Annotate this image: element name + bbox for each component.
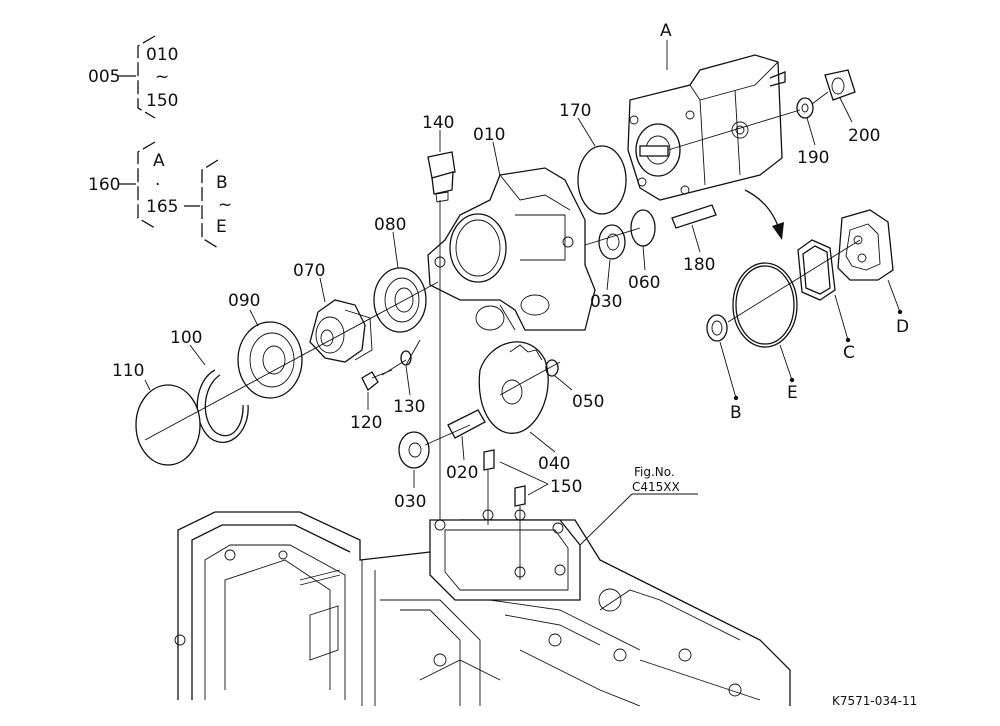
callout-030-upper: 030 bbox=[590, 292, 622, 312]
assembly-lines bbox=[144, 91, 861, 580]
callout-190: 190 bbox=[797, 148, 829, 168]
legend-item-165: 165 bbox=[146, 197, 178, 217]
part-060-snap-ring bbox=[630, 209, 656, 247]
part-100-snap-ring bbox=[196, 369, 249, 444]
callout-labels: A 010 140 170 200 190 080 070 090 100 11… bbox=[112, 21, 909, 512]
part-200-nut bbox=[824, 69, 856, 101]
legend-code-160: 160 bbox=[88, 175, 120, 195]
drawing-code: K7571-034-11 bbox=[832, 694, 917, 708]
part-150-pins bbox=[483, 449, 526, 507]
legend-range-e: E bbox=[216, 217, 227, 237]
legend-code-005: 005 bbox=[88, 67, 120, 87]
legend-item-a: A bbox=[153, 151, 165, 171]
callout-b: B bbox=[730, 403, 742, 423]
callout-020: 020 bbox=[446, 463, 478, 483]
callout-040: 040 bbox=[538, 454, 570, 474]
callout-140: 140 bbox=[422, 113, 454, 133]
callout-110: 110 bbox=[112, 361, 144, 381]
callout-150: 150 bbox=[550, 477, 582, 497]
part-110-cap bbox=[135, 384, 201, 466]
callout-100: 100 bbox=[170, 328, 202, 348]
legend-range-tilde: ~ bbox=[155, 67, 169, 87]
part-140-plug bbox=[427, 151, 456, 203]
callout-a: A bbox=[660, 21, 672, 41]
callout-180: 180 bbox=[683, 255, 715, 275]
callout-090: 090 bbox=[228, 291, 260, 311]
part-050-snap-ring bbox=[545, 359, 559, 377]
part-190-washer bbox=[796, 97, 814, 119]
part-030-bearing-lower bbox=[398, 431, 430, 469]
assembly-arrow-icon bbox=[744, 189, 784, 240]
part-120-bolt bbox=[361, 369, 393, 392]
part-090-bearing bbox=[237, 321, 303, 399]
figref-number: C415XX bbox=[632, 480, 680, 494]
callout-200: 200 bbox=[848, 126, 880, 146]
part-d-cover bbox=[837, 209, 894, 281]
callout-080: 080 bbox=[374, 215, 406, 235]
part-180-shaft bbox=[671, 204, 717, 229]
legend-group-160: 160 A · 165 B ~ E bbox=[88, 141, 232, 249]
legend-range-start: 010 bbox=[146, 45, 178, 65]
part-030-bearing-upper bbox=[598, 224, 626, 260]
part-020-shaft bbox=[447, 409, 486, 439]
transmission-case bbox=[174, 509, 791, 707]
gear-housing-010 bbox=[427, 167, 596, 331]
callout-030-lower: 030 bbox=[394, 492, 426, 512]
legend-dot: · bbox=[155, 175, 160, 195]
legend-range-end: 150 bbox=[146, 91, 178, 111]
callout-130: 130 bbox=[393, 397, 425, 417]
part-170-o-ring bbox=[577, 145, 627, 215]
callout-050: 050 bbox=[572, 392, 604, 412]
callout-120: 120 bbox=[350, 413, 382, 433]
callout-010: 010 bbox=[473, 125, 505, 145]
callout-d: D bbox=[896, 317, 909, 337]
part-080-bearing bbox=[373, 267, 427, 333]
legend-range-b: B bbox=[216, 173, 228, 193]
part-c-gasket bbox=[797, 239, 836, 301]
legend-group-005: 005 010 ~ 150 bbox=[88, 35, 178, 119]
callout-leaders bbox=[144, 40, 901, 546]
part-b-seal bbox=[706, 314, 728, 342]
part-e-o-ring bbox=[732, 262, 798, 348]
callout-070: 070 bbox=[293, 261, 325, 281]
callout-c: C bbox=[843, 343, 855, 363]
callout-060: 060 bbox=[628, 273, 660, 293]
callout-170: 170 bbox=[559, 101, 591, 121]
figure-reference: Fig.No. C415XX bbox=[632, 465, 680, 494]
callout-e: E bbox=[787, 383, 798, 403]
part-070-gear bbox=[309, 299, 373, 363]
figref-label: Fig.No. bbox=[634, 465, 675, 479]
hydraulic-pump-a bbox=[627, 54, 786, 201]
legend-range-tilde-2: ~ bbox=[218, 195, 232, 215]
